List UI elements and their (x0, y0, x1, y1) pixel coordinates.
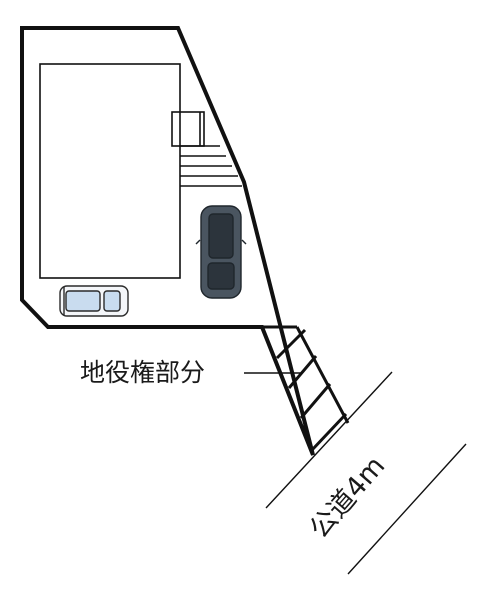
easement-label: 地役権部分 (80, 358, 205, 387)
car-white (59, 285, 129, 317)
road-label: 公道4m (304, 451, 391, 545)
entrance-steps (171, 111, 242, 187)
public-road (265, 371, 467, 575)
easement-strip (260, 325, 350, 456)
car-dark (195, 205, 247, 299)
building-footprint (39, 63, 181, 279)
